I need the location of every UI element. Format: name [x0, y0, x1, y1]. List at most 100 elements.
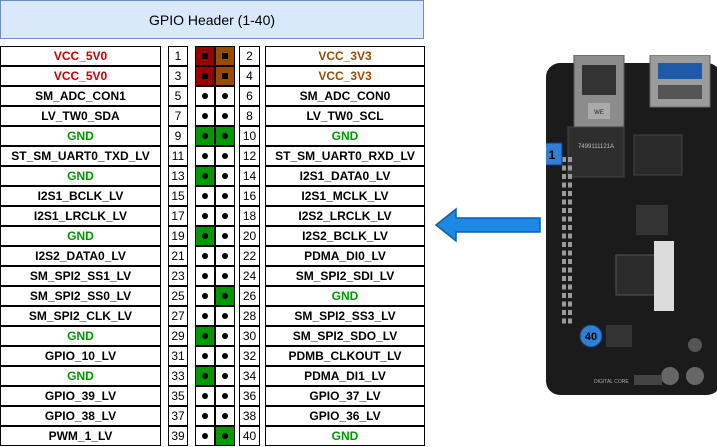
board-header-pin: [562, 225, 566, 230]
header-pin-odd: [195, 386, 215, 406]
pin-dot: [202, 253, 208, 259]
pin-label-odd: GND: [0, 326, 161, 346]
pin-number-odd: 25: [168, 286, 188, 306]
header-pin-odd: [195, 126, 215, 146]
pin-number-odd: 27: [168, 306, 188, 326]
header-pin-even: [215, 166, 235, 186]
gpio-header-title: GPIO Header (1-40): [0, 0, 424, 39]
pin-label-odd: GND: [0, 166, 161, 186]
pin-number-even: 10: [239, 126, 260, 146]
board-header-pin: [562, 233, 566, 239]
header-pin-odd: [195, 86, 215, 106]
pin-number-odd: 15: [168, 186, 188, 206]
header-pin-even: [215, 266, 235, 286]
pin-dot: [222, 293, 228, 299]
pin-number-odd: 3: [168, 66, 188, 86]
pin-number-even: 26: [239, 286, 260, 306]
header-pin-odd: [195, 226, 215, 246]
pin-label-odd: VCC_5V0: [0, 46, 161, 66]
pin-number-even: 34: [239, 366, 260, 386]
pin-label-even: GPIO_36_LV: [265, 406, 425, 426]
pin-label-even: I2S2_LRCLK_LV: [265, 206, 425, 226]
header-pin-even: [215, 226, 235, 246]
header-pin-odd: [195, 166, 215, 186]
header-pin-odd: [195, 186, 215, 206]
pin-dot: [222, 333, 228, 339]
pin-label-odd: GND: [0, 126, 161, 146]
header-pin-odd: [195, 366, 215, 386]
header-pin-odd: [195, 346, 215, 366]
pin-dot: [202, 333, 208, 339]
pin-dot: [202, 393, 208, 399]
pin-label-odd: GPIO_38_LV: [0, 406, 161, 426]
board-header-pin: [568, 216, 572, 222]
pin-label-even: I2S1_DATA0_LV: [265, 166, 425, 186]
pin-label-even: SM_SPI2_SDI_LV: [265, 266, 425, 286]
board-header-pin: [568, 199, 572, 205]
pin-number-even: 4: [239, 66, 260, 86]
board-header-pin: [568, 301, 572, 307]
pin-label-even: GND: [265, 426, 425, 446]
pin-dot: [222, 393, 228, 399]
header-pin-even: [215, 286, 235, 306]
pin-number-odd: 37: [168, 406, 188, 426]
pin-dot: [202, 373, 208, 379]
header-pin-odd: [195, 206, 215, 226]
pin-label-odd: GPIO_39_LV: [0, 386, 161, 406]
pin-dot: [222, 213, 228, 219]
pin-number-odd: 29: [168, 326, 188, 346]
pin-label-odd: GND: [0, 226, 161, 246]
header-pin-even: [215, 126, 235, 146]
board-header-pin: [568, 208, 572, 213]
pin-dot: [202, 113, 208, 119]
pin-number-odd: 5: [168, 86, 188, 106]
pin-number-even: 38: [239, 406, 260, 426]
header-pin-odd: [195, 406, 215, 426]
pin-number-even: 28: [239, 306, 260, 326]
pin-number-odd: 7: [168, 106, 188, 126]
pin-number-even: 30: [239, 326, 260, 346]
header-pin-even: [215, 306, 235, 326]
pin-dot: [222, 253, 228, 259]
board-header-pin: [568, 318, 572, 324]
pin-label-even: GND: [265, 126, 425, 146]
pin-number-even: 6: [239, 86, 260, 106]
svg-text:WE: WE: [594, 110, 604, 116]
pin-dot: [222, 93, 228, 99]
pin-number-odd: 35: [168, 386, 188, 406]
board-header-pin: [562, 284, 566, 290]
pin-label-odd: I2S1_BCLK_LV: [0, 186, 161, 206]
pin-number-even: 36: [239, 386, 260, 406]
header-pin-even: [215, 186, 235, 206]
header-pin-odd: [195, 106, 215, 126]
board-header-pin: [568, 191, 572, 196]
pin-dot: [222, 113, 228, 119]
pin-label-odd: SM_SPI2_CLK_LV: [0, 306, 161, 326]
pin-dot: [222, 233, 228, 239]
board-header-pin: [562, 165, 566, 171]
pin-label-even: SM_ADC_CON0: [265, 86, 425, 106]
pin-number-even: 2: [239, 46, 260, 66]
pin-label-odd: SM_SPI2_SS0_LV: [0, 286, 161, 306]
board-header-pin: [562, 293, 566, 298]
header-pin-even: [215, 46, 235, 66]
header-pin-even: [215, 206, 235, 226]
board-header-pin: [568, 310, 572, 315]
chip-text: 7499111121A: [578, 144, 614, 150]
pin-label-even: VCC_3V3: [265, 66, 425, 86]
pin-dot: [222, 373, 228, 379]
pin-dot: [202, 293, 208, 299]
board-header-pin: [568, 250, 572, 256]
header-pin-even: [215, 106, 235, 126]
pin-dot: [202, 153, 208, 159]
board-header-pin: [562, 242, 566, 247]
pin-dot: [222, 193, 228, 199]
board-header-pin: [562, 216, 566, 222]
header-pin-odd: [195, 46, 215, 66]
board-header-pin: [562, 259, 566, 264]
pin-number-even: 22: [239, 246, 260, 266]
header-pin-odd: [195, 426, 215, 446]
board-header-pin: [568, 157, 572, 162]
header-pin-even: [215, 386, 235, 406]
pin-number-odd: 19: [168, 226, 188, 246]
